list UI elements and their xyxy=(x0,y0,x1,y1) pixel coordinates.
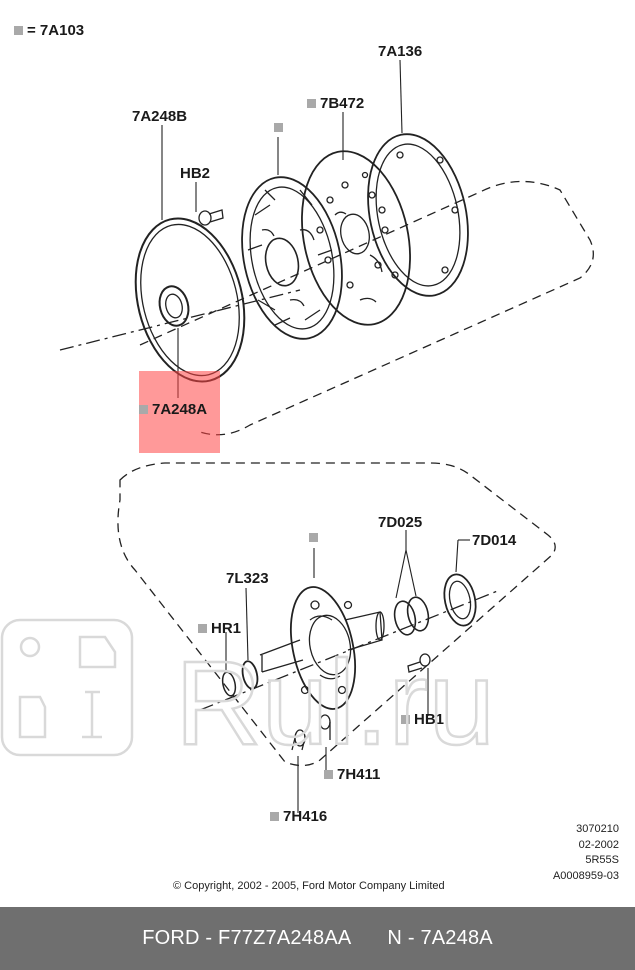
drawing-info: 3070210 02-2002 5R55S A0008959-03 xyxy=(553,822,619,884)
bolt-HB1 xyxy=(407,653,431,673)
plate-7B472 xyxy=(301,150,411,326)
marker-icon xyxy=(270,811,279,821)
label-7D025[interactable]: 7D025 xyxy=(378,514,423,531)
upper-assembly-outline xyxy=(139,180,594,436)
marker-icon xyxy=(139,404,148,414)
pump-body xyxy=(241,176,343,340)
ring-7D014 xyxy=(443,573,477,627)
marker-icon xyxy=(307,98,316,108)
footer-part-code: N - 7A248A xyxy=(387,927,493,949)
drawing-date: 02-2002 xyxy=(578,838,619,851)
drawing-ref: A0008959-03 xyxy=(552,869,619,882)
exploded-parts-diagram xyxy=(59,59,594,813)
dowel-7H411 xyxy=(319,714,331,740)
label-7A248A[interactable]: 7A248A xyxy=(139,401,207,418)
copyright-text: © Copyright, 2002 - 2005, Ford Motor Com… xyxy=(173,880,445,892)
pin-7H416 xyxy=(291,729,306,751)
label-7H416[interactable]: 7H416 xyxy=(270,808,327,825)
marker-icon xyxy=(14,25,23,35)
label-7D014[interactable]: 7D014 xyxy=(472,532,517,549)
label-7A248B[interactable]: 7A248B xyxy=(132,108,188,125)
marker-icon xyxy=(324,769,333,779)
label-HB1[interactable]: HB1 xyxy=(401,711,444,728)
ring-HR1 xyxy=(221,671,237,697)
label-HR1[interactable]: HR1 xyxy=(198,620,241,637)
transmission-model: 5R55S xyxy=(585,854,619,866)
footer-part-number: FORD - F77Z7A248AA xyxy=(142,927,352,949)
rings-7D025 xyxy=(393,596,430,636)
label-7L323[interactable]: 7L323 xyxy=(226,570,269,587)
highlight-7A248A xyxy=(139,371,220,453)
gasket-7A136 xyxy=(367,133,469,297)
lower-assembly-outline xyxy=(117,462,556,767)
footer-bar: FORD - F77Z7A248AA N - 7A248A xyxy=(0,907,635,970)
seal-7A248A xyxy=(158,285,190,327)
marker-icon xyxy=(198,623,207,633)
bolt-HB2 xyxy=(198,209,224,226)
o-ring-7L323 xyxy=(241,660,259,690)
marker-icon xyxy=(401,714,410,724)
drawing-number: 3070210 xyxy=(576,823,619,835)
pump-housing-lower xyxy=(259,586,385,710)
label-7H411[interactable]: 7H411 xyxy=(324,766,380,783)
label-HB2[interactable]: HB2 xyxy=(180,165,211,182)
legend-7A103: = 7A103 xyxy=(14,22,84,39)
label-7B472[interactable]: 7B472 xyxy=(307,95,364,112)
label-7A136[interactable]: 7A136 xyxy=(378,43,423,60)
